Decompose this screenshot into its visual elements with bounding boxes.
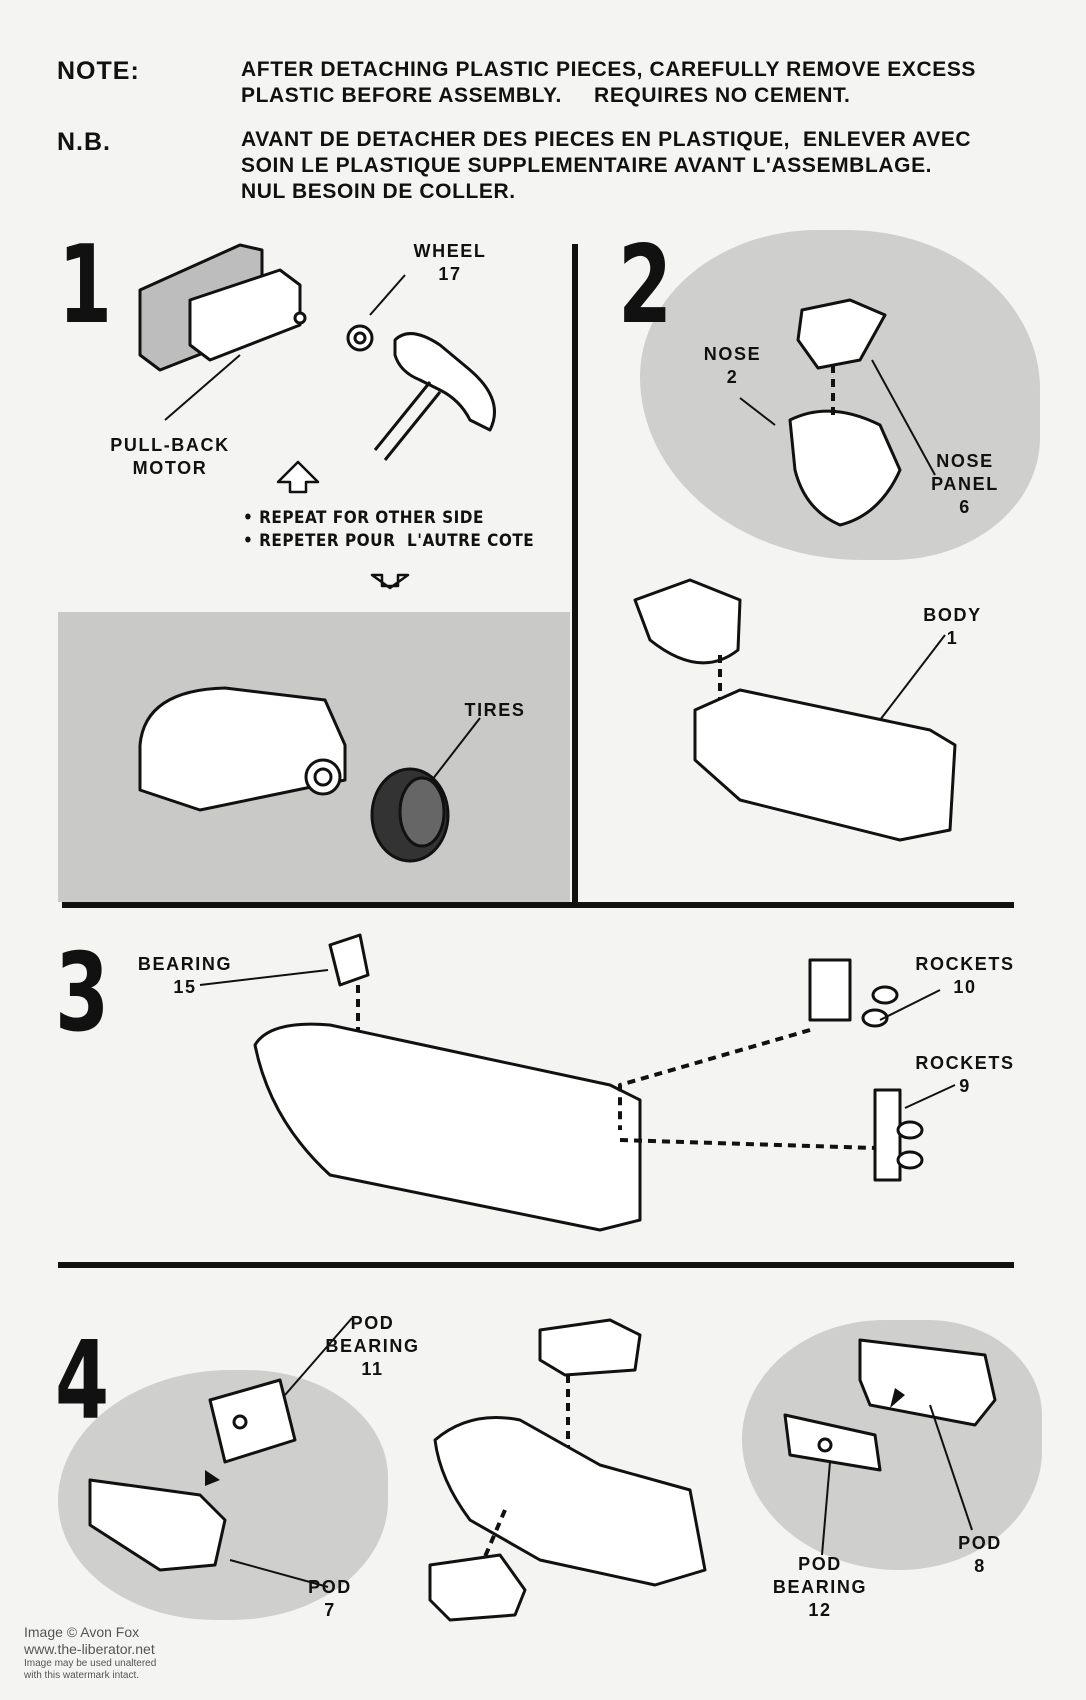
hammer-illustration (373, 332, 496, 461)
pod-7-illustration (88, 1478, 227, 1572)
pull-back-motor-illustration (138, 243, 307, 372)
note-label-en: NOTE: (57, 57, 140, 85)
watermark-terms-2: with this watermark intact. (24, 1670, 140, 1681)
nose-panel-illustration (796, 298, 887, 370)
note-label-fr: N.B. (57, 128, 111, 156)
bearing-15-illustration (328, 933, 370, 987)
wheel-illustration (346, 324, 374, 352)
horizontal-divider-2 (58, 1262, 1014, 1268)
step-number-3: 3 (55, 931, 110, 1056)
motor-with-wheel-illustration (138, 686, 347, 812)
tire-illustration (370, 767, 450, 863)
note-text-fr-line1: AVANT DE DETACHER DES PIECES EN PLASTIQU… (241, 128, 972, 151)
up-arrow (276, 460, 320, 494)
rockets-9-illustration (873, 1088, 924, 1182)
top-pod-illustration (538, 1318, 642, 1377)
repeat-other-side-en: • REPEAT FOR OTHER SIDE (243, 508, 484, 528)
pod-bearing-11-illustration (208, 1378, 297, 1464)
note-text-en-line2: PLASTIC BEFORE ASSEMBLY. REQUIRES NO CEM… (241, 84, 851, 107)
note-text-en-line1: AFTER DETACHING PLASTIC PIECES, CAREFULL… (241, 58, 977, 81)
body-illustration (693, 688, 957, 842)
watermark-credit: Image © Avon Fox (24, 1624, 140, 1640)
pod-8-illustration (858, 1338, 997, 1427)
lower-pod-illustration (428, 1553, 527, 1622)
step-number-4: 4 (55, 1319, 110, 1444)
nose-illustration (788, 409, 902, 527)
step-number-1: 1 (58, 223, 113, 348)
rockets-10-illustration (808, 958, 899, 1028)
leader-lines (164, 274, 973, 1588)
horizontal-divider-1 (62, 902, 1014, 908)
step-number-2: 2 (618, 223, 673, 348)
pod-bearing-12-illustration (783, 1413, 882, 1472)
watermark: Image © Avon Fox www.the-liberator.net I… (24, 1624, 156, 1682)
step3-body-illustration (253, 1022, 642, 1232)
watermark-url: www.the-liberator.net (24, 1641, 155, 1657)
down-arrow (370, 573, 410, 590)
watermark-terms-1: Image may be used unaltered (24, 1658, 157, 1669)
step4-body-illustration (433, 1416, 707, 1587)
tires-label: TIRES (464, 700, 526, 720)
note-text-fr-line2: SOIN LE PLASTIQUE SUPPLEMENTAIRE AVANT L… (241, 154, 933, 177)
note-text-fr-line3: NUL BESOIN DE COLLER. (241, 180, 516, 203)
repeat-other-side-fr: • REPETER POUR L'AUTRE COTE (243, 531, 535, 551)
assembled-nose-illustration (633, 578, 742, 665)
vertical-divider (572, 244, 578, 904)
